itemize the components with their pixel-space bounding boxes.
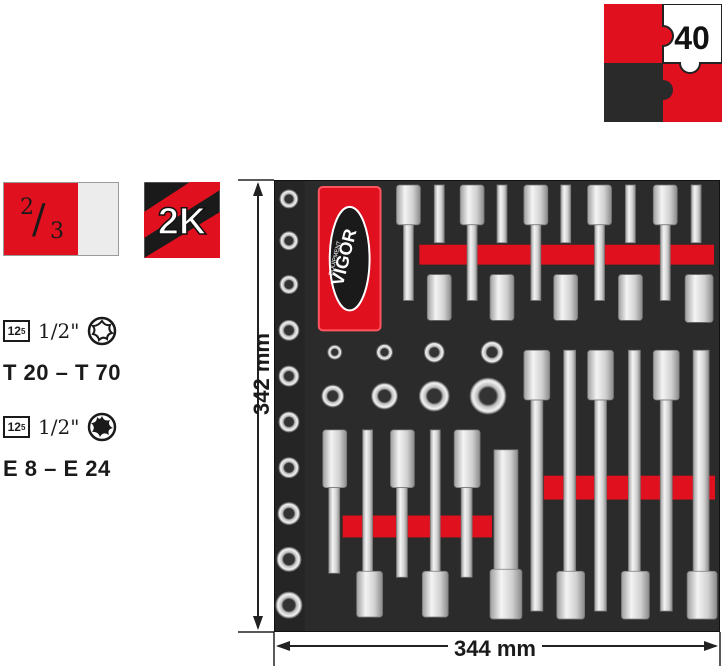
red-stripe bbox=[419, 244, 715, 265]
drive-fraction: 1/2" bbox=[38, 319, 80, 343]
small-socket-grid bbox=[321, 340, 507, 415]
drive-size-sub: 5 bbox=[20, 422, 26, 432]
bottom-right-bit-row bbox=[523, 349, 718, 620]
tool-tray: VIGOR EQUIPMENT bbox=[274, 180, 720, 632]
width-dimension-label: 344 mm bbox=[448, 636, 542, 662]
range-torx: T 20 – T 70 bbox=[3, 360, 122, 385]
vigor-logo-panel: VIGOR EQUIPMENT bbox=[317, 185, 382, 332]
top-bit-row bbox=[396, 184, 714, 323]
drive-size: 12 bbox=[7, 324, 21, 338]
range-e-torx: E 8 – E 24 bbox=[3, 456, 111, 481]
red-stripe bbox=[342, 515, 493, 538]
2k-badge: 2K bbox=[144, 182, 220, 258]
fraction-denominator: 3 bbox=[50, 219, 64, 244]
fraction-numerator: 2 bbox=[20, 195, 34, 220]
drive-size: 12 bbox=[7, 420, 21, 434]
height-dimension-label: 342 mm bbox=[249, 333, 274, 415]
fraction-slash: / bbox=[32, 197, 46, 243]
e-torx-socket-icon bbox=[88, 412, 117, 442]
fraction-badge-grey bbox=[78, 183, 118, 255]
left-insert-column bbox=[275, 181, 305, 631]
fraction-badge: 2 / 3 bbox=[3, 182, 119, 256]
puzzle-badge: 40 bbox=[604, 4, 722, 122]
bottom-left-bit-row bbox=[322, 429, 523, 620]
2k-label: 2K bbox=[158, 201, 207, 243]
torx-socket-icon bbox=[88, 316, 117, 346]
drive-fraction: 1/2" bbox=[38, 415, 80, 439]
drive-size-sub: 5 bbox=[20, 326, 26, 336]
puzzle-count: 40 bbox=[674, 20, 710, 56]
fraction-badge-red bbox=[4, 183, 78, 255]
